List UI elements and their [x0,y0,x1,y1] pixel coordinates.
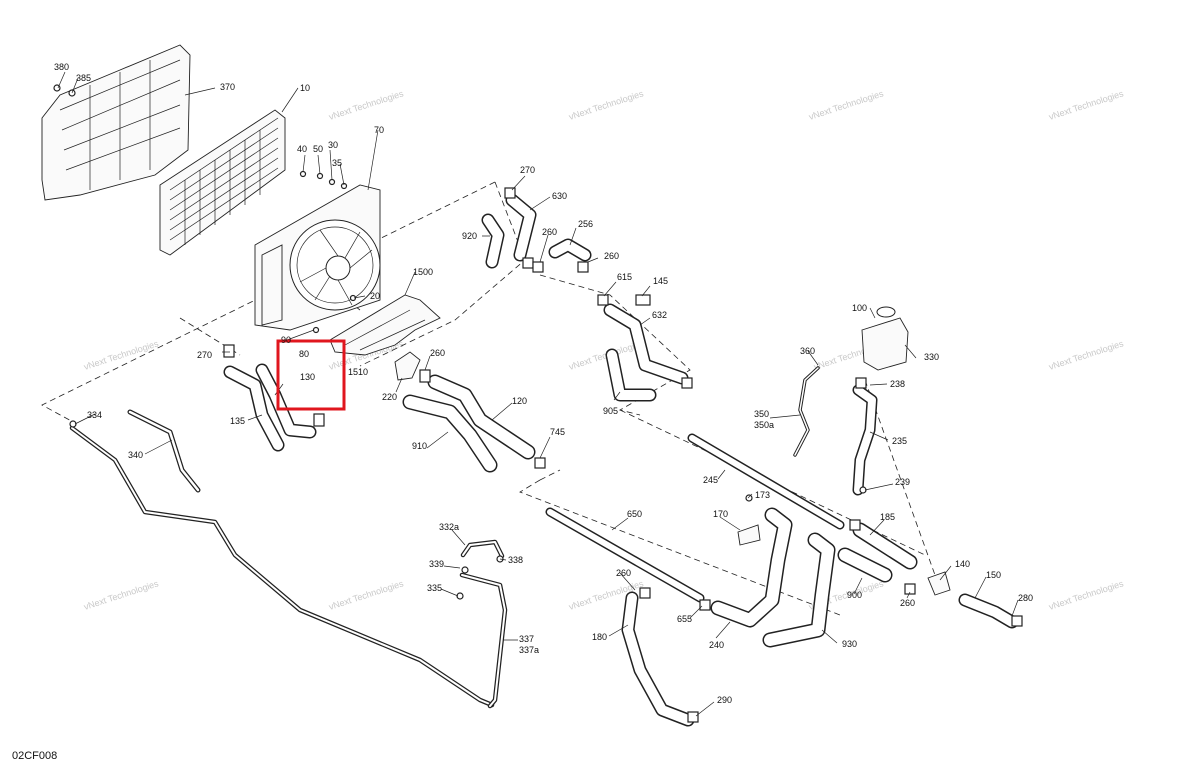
callout-290: 290 [717,695,732,705]
callout-339: 339 [429,559,444,569]
callout-380: 380 [54,62,69,72]
callout-930: 930 [842,639,857,649]
callout-10: 10 [300,83,310,93]
callout-330: 330 [924,352,939,362]
callout-920: 920 [462,231,477,241]
callout-270-upper: 270 [520,165,535,175]
callout-20: 20 [370,291,380,301]
callout-650: 650 [627,509,642,519]
watermark: vNext Technologies [1048,88,1126,122]
callout-655: 655 [677,614,692,624]
watermark: vNext Technologies [83,578,161,612]
callout-260-lower-right: 260 [900,598,915,608]
callout-180: 180 [592,632,607,642]
callout-615: 615 [617,272,632,282]
callout-240: 240 [709,640,724,650]
fittings-and-clamps [53,84,1023,723]
callout-50: 50 [313,144,323,154]
callout-80: 80 [299,349,309,359]
callout-260-upper-left: 260 [542,227,557,237]
watermark: vNext Technologies [1048,338,1126,372]
callout-360: 360 [800,346,815,356]
callout-70: 70 [374,125,384,135]
highlight-box [276,339,346,411]
callout-260-lower-left: 260 [616,568,631,578]
callout-235: 235 [892,436,907,446]
callout-170: 170 [713,509,728,519]
callout-labels: 380 385 370 10 70 40 50 30 35 20 1500 90… [54,62,1033,705]
hoses [69,193,1019,727]
callout-245: 245 [703,475,718,485]
callout-1510: 1510 [348,367,368,377]
callout-90: 90 [281,335,291,345]
callout-350: 350 [754,409,769,419]
callout-332a: 332a [439,522,459,532]
callout-632: 632 [652,310,667,320]
callout-35: 35 [332,158,342,168]
callout-120: 120 [512,396,527,406]
callout-220: 220 [382,392,397,402]
watermark: vNext Technologies [808,88,886,122]
callout-270-left: 270 [197,350,212,360]
callout-350a: 350a [754,420,774,430]
callout-130: 130 [300,372,315,382]
callout-30: 30 [328,140,338,150]
callout-385: 385 [76,73,91,83]
diagram-code: 02CF008 [12,750,57,762]
callout-334: 334 [87,410,102,420]
callout-338: 338 [508,555,523,565]
callout-135: 135 [230,416,245,426]
callout-140: 140 [955,559,970,569]
fan-assembly [254,184,381,331]
watermark: vNext Technologies [568,88,646,122]
callout-280: 280 [1018,593,1033,603]
watermark: vNext Technologies [328,578,406,612]
callout-185: 185 [880,512,895,522]
callout-745: 745 [550,427,565,437]
callout-239: 239 [895,477,910,487]
radiator-shroud [41,44,191,201]
callout-900: 900 [847,590,862,600]
callout-40: 40 [297,144,307,154]
callout-335: 335 [427,583,442,593]
callout-337a: 337a [519,645,539,655]
leader-lines [57,71,1019,717]
callout-173: 173 [755,490,770,500]
callout-630: 630 [552,191,567,201]
watermark: vNext Technologies [328,88,406,122]
callout-337: 337 [519,634,534,644]
callout-370: 370 [220,82,235,92]
callout-260-thermostat: 260 [430,348,445,358]
callout-1500: 1500 [413,267,433,277]
callout-145: 145 [653,276,668,286]
callout-340: 340 [128,450,143,460]
callout-238: 238 [890,379,905,389]
watermark: vNext Technologies [1048,578,1126,612]
callout-260-upper-right: 260 [604,251,619,261]
callout-256: 256 [578,219,593,229]
callout-100: 100 [852,303,867,313]
callout-910: 910 [412,441,427,451]
watermark: vNext Technologies [83,338,161,372]
radiator [159,109,286,256]
callout-905: 905 [603,406,618,416]
callout-150: 150 [986,570,1001,580]
